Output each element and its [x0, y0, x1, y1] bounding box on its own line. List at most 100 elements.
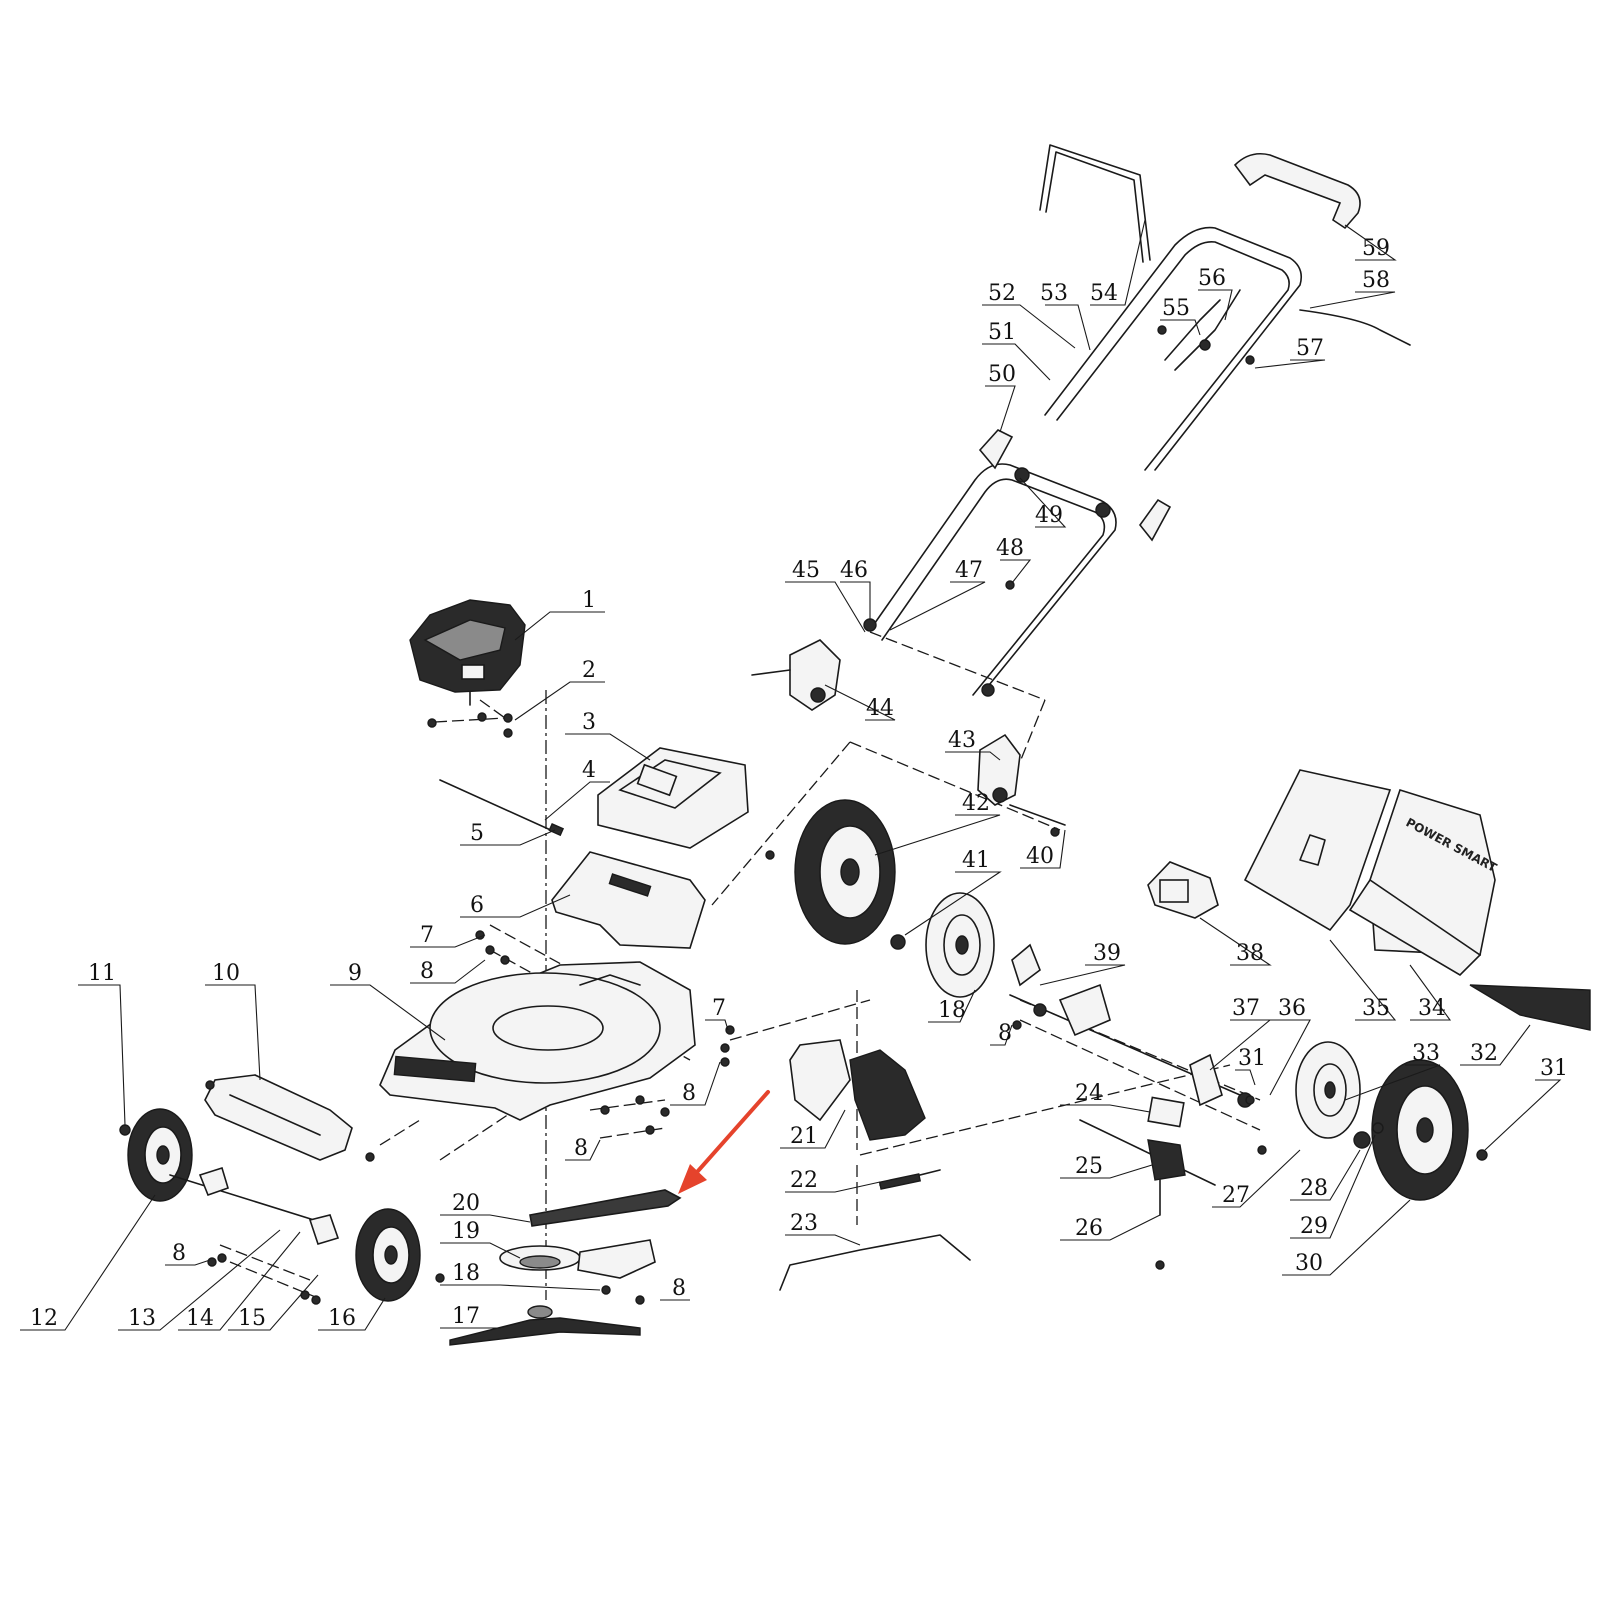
- engine-part: [409, 599, 526, 738]
- callout-7: 7: [420, 923, 434, 948]
- callout-8: 8: [682, 1081, 696, 1106]
- callout-31: 31: [1238, 1046, 1266, 1071]
- cables-part: [1164, 289, 1411, 371]
- callout-21: 21: [790, 1124, 818, 1149]
- assembly-lines: [219, 631, 1261, 1300]
- drive-belt-part: [529, 1189, 682, 1227]
- transmission-part: [1079, 1096, 1216, 1216]
- side-box-part: [1147, 861, 1219, 919]
- rear-wheel-right: [1371, 1059, 1488, 1201]
- callout-labels: 1 2 3 4 5 6 7 7 8 8 8 8 8 8 9 10 11 12 1…: [30, 236, 1568, 1331]
- cable-rod-part: [439, 779, 565, 837]
- top-grip-part: [1233, 152, 1361, 230]
- callout-15: 15: [238, 1306, 266, 1331]
- callout-8: 8: [672, 1276, 686, 1301]
- callout-46: 46: [840, 558, 868, 583]
- mower-deck-part: [379, 961, 696, 1121]
- callout-2: 2: [582, 658, 596, 683]
- callout-34: 34: [1418, 996, 1446, 1021]
- callout-23: 23: [790, 1211, 818, 1236]
- callout-55: 55: [1162, 296, 1190, 321]
- callout-28: 28: [1300, 1176, 1328, 1201]
- gear-wheel-part: [890, 892, 995, 998]
- spring-rod-part: [779, 1169, 971, 1291]
- callout-38: 38: [1236, 941, 1264, 966]
- callout-12: 12: [30, 1306, 58, 1331]
- callout-37: 37: [1232, 996, 1260, 1021]
- height-adjuster-left: [751, 639, 841, 711]
- mulch-flap-part: [1469, 984, 1591, 1031]
- callout-51: 51: [988, 320, 1016, 345]
- callout-45: 45: [792, 558, 820, 583]
- callout-53: 53: [1040, 281, 1068, 306]
- callout-42: 42: [962, 791, 990, 816]
- callout-32: 32: [1470, 1041, 1498, 1066]
- callout-39: 39: [1093, 941, 1121, 966]
- pulley-blade-part: [449, 1239, 656, 1346]
- red-arrow-indicator: [678, 1090, 770, 1194]
- callout-49: 49: [1035, 503, 1063, 528]
- engine-cover-part: [597, 747, 749, 849]
- handle-knob-part: [978, 429, 1172, 542]
- grass-bag-part: POWER SMART: [1348, 789, 1500, 977]
- callout-17: 17: [452, 1304, 480, 1329]
- callout-6: 6: [470, 893, 484, 918]
- callout-8: 8: [574, 1136, 588, 1161]
- callout-9: 9: [348, 961, 362, 986]
- callout-18: 18: [938, 998, 966, 1023]
- callout-26: 26: [1075, 1216, 1103, 1241]
- callout-18: 18: [452, 1261, 480, 1286]
- callout-19: 19: [452, 1219, 480, 1244]
- gear-wheel-right-part: [1295, 1041, 1384, 1149]
- lower-handle-part: [863, 463, 1117, 697]
- front-wheel-right: [355, 1208, 445, 1302]
- callout-10: 10: [212, 961, 240, 986]
- callout-29: 29: [1300, 1214, 1328, 1239]
- callout-56: 56: [1198, 266, 1226, 291]
- callout-58: 58: [1362, 268, 1390, 293]
- callout-22: 22: [790, 1168, 818, 1193]
- callout-44: 44: [866, 696, 894, 721]
- front-axle-part: [169, 1166, 340, 1245]
- callout-8: 8: [172, 1241, 186, 1266]
- callout-27: 27: [1222, 1183, 1250, 1208]
- callout-25: 25: [1075, 1154, 1103, 1179]
- callout-13: 13: [128, 1306, 156, 1331]
- callout-30: 30: [1295, 1251, 1323, 1276]
- callout-11: 11: [88, 961, 116, 986]
- callout-54: 54: [1090, 281, 1118, 306]
- mulch-plug-part: [204, 1074, 353, 1161]
- callout-33: 33: [1412, 1041, 1440, 1066]
- callout-43: 43: [948, 728, 976, 753]
- callout-20: 20: [452, 1191, 480, 1216]
- callout-3: 3: [582, 710, 596, 735]
- callout-1: 1: [582, 588, 596, 613]
- grass-bag-frame-part: [1243, 769, 1392, 932]
- rear-guard-part: [551, 851, 706, 949]
- front-wheel-left: [127, 1108, 193, 1202]
- callout-14: 14: [186, 1306, 214, 1331]
- callout-24: 24: [1075, 1081, 1103, 1106]
- callout-16: 16: [328, 1306, 356, 1331]
- callout-5: 5: [470, 821, 484, 846]
- callout-8: 8: [998, 1021, 1012, 1046]
- rear-axle-part: [1009, 943, 1253, 1108]
- callout-41: 41: [962, 848, 990, 873]
- upper-handle-part: [1044, 226, 1303, 471]
- callout-36: 36: [1278, 996, 1306, 1021]
- callout-4: 4: [582, 758, 596, 783]
- callout-50: 50: [988, 362, 1016, 387]
- callout-59: 59: [1362, 236, 1390, 261]
- height-adjuster-right: [977, 733, 1066, 826]
- callout-40: 40: [1026, 844, 1054, 869]
- callout-48: 48: [996, 536, 1024, 561]
- control-box-part: [789, 1039, 926, 1141]
- callout-52: 52: [988, 281, 1016, 306]
- callout-57: 57: [1296, 336, 1324, 361]
- bail-bar-part: [1039, 144, 1151, 263]
- callout-35: 35: [1362, 996, 1390, 1021]
- rear-wheel-left: [794, 799, 896, 945]
- callout-leaders: [20, 219, 1562, 1331]
